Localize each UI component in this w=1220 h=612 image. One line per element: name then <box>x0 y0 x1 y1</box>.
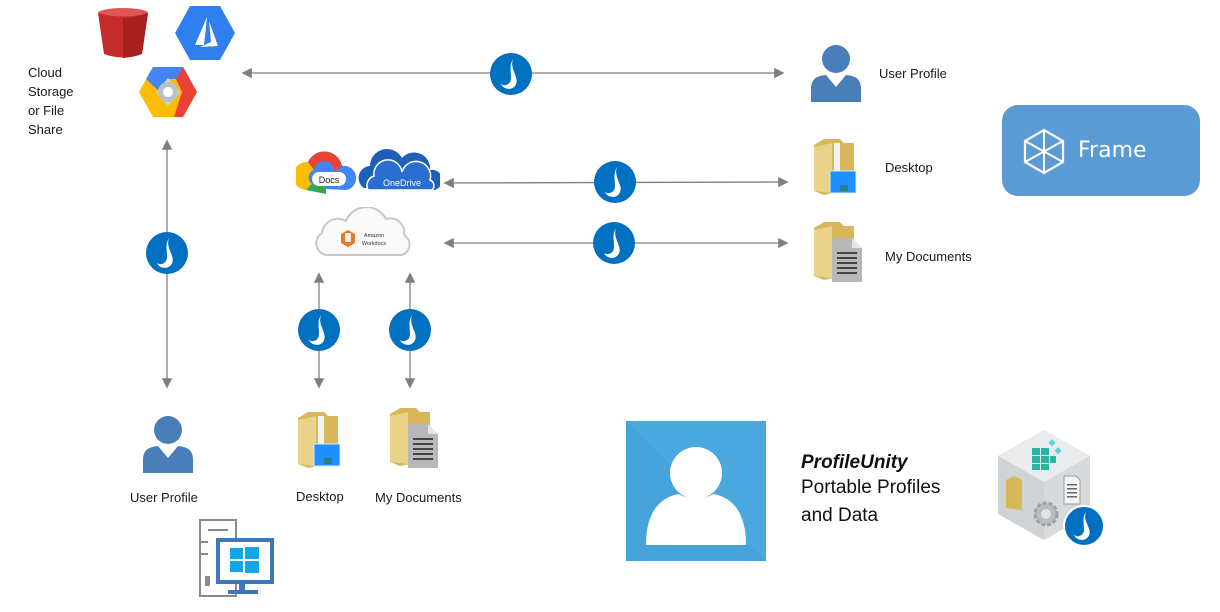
profileunity-title: ProfileUnity <box>801 452 908 473</box>
windows-pc-icon <box>199 519 274 597</box>
cloud-storage-label-line: Storage <box>28 84 74 99</box>
onedrive-label: OneDrive <box>383 178 421 188</box>
amazon-workdocs-cloud-icon: Amazon Workdocs <box>315 207 411 256</box>
liquidware-drop-icon <box>146 232 188 274</box>
local-user-profile-label: User Profile <box>130 490 198 505</box>
local-desktop-label: Desktop <box>296 489 344 504</box>
liquidware-drop-icon <box>389 309 431 351</box>
google-cloud-icon <box>139 67 197 117</box>
frame-button-label: Frame <box>1078 138 1147 163</box>
cloud-storage-label-line: Share <box>28 122 63 137</box>
profileunity-subtitle-line: and Data <box>801 505 879 526</box>
frame-logo-icon <box>1023 128 1065 174</box>
frame-desktop-label: Desktop <box>885 160 933 175</box>
cloud-storage-label: Cloud Storage or File Share <box>28 63 74 139</box>
workdocs-label-line: Workdocs <box>362 241 387 247</box>
onedrive-cloud-icon: OneDrive <box>358 149 440 191</box>
google-docs-label: Docs <box>319 175 340 185</box>
frame-my-documents-label: My Documents <box>885 249 972 264</box>
local-my-documents-label: My Documents <box>375 490 462 505</box>
azure-icon <box>175 6 235 60</box>
liquidware-drop-icon <box>298 309 340 351</box>
frame-button[interactable]: Frame <box>1002 105 1200 196</box>
liquidware-drop-icon <box>594 161 636 203</box>
profileunity-cube-icon <box>998 430 1105 547</box>
cloud-storage-label-line: or File <box>28 103 65 118</box>
user-profile-icon <box>811 45 861 102</box>
desktop-folder-icon <box>814 139 857 195</box>
workdocs-label-line: Amazon <box>364 233 384 239</box>
profileunity-text: ProfileUnity Portable Profiles and Data <box>801 452 940 530</box>
profileunity-subtitle-line: Portable Profiles <box>801 477 941 498</box>
profileunity-user-tile <box>626 421 766 561</box>
my-documents-folder-icon <box>390 408 438 468</box>
google-docs-cloud-icon: Docs <box>296 151 357 194</box>
cloud-storage-label-line: Cloud <box>28 65 62 80</box>
my-documents-folder-icon <box>814 222 862 282</box>
user-profile-icon <box>143 416 193 473</box>
liquidware-drop-icon <box>1063 505 1105 547</box>
aws-s3-bucket-icon <box>98 8 148 58</box>
frame-user-profile-label: User Profile <box>879 66 947 81</box>
liquidware-drop-icon <box>490 53 532 95</box>
liquidware-drop-icon <box>593 222 635 264</box>
desktop-folder-icon <box>298 412 341 468</box>
